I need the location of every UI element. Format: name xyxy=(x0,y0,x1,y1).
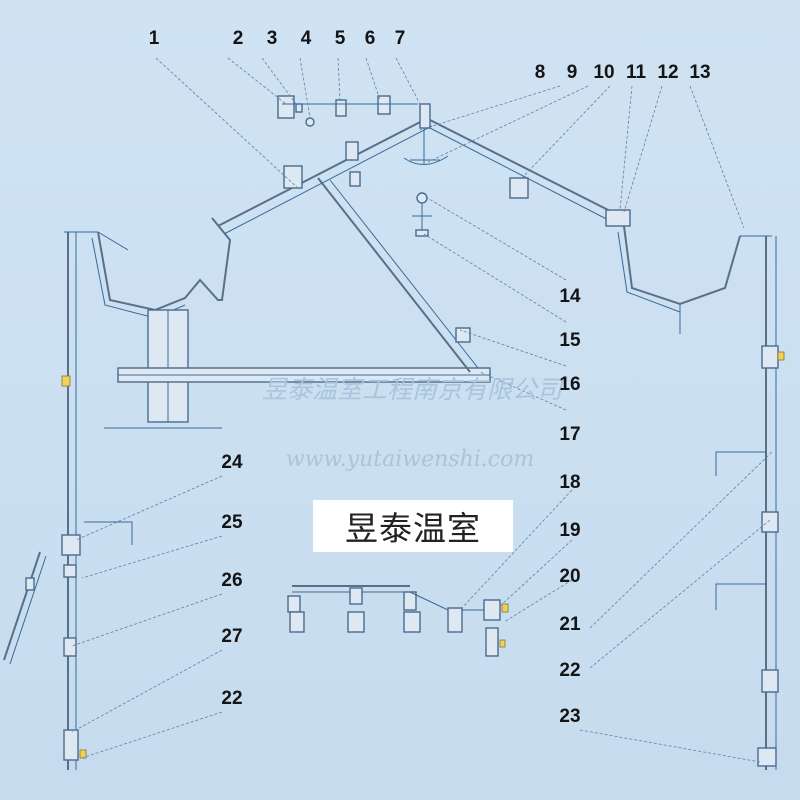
callout-23: 23 xyxy=(559,706,580,727)
left-gutter xyxy=(91,217,232,319)
callout-2: 2 xyxy=(233,28,244,49)
right-side-wall xyxy=(715,236,785,770)
callout-22-left: 22 xyxy=(221,688,242,709)
callout-21: 21 xyxy=(559,614,581,635)
left-support-column xyxy=(104,309,491,429)
company-watermark: 昱泰温室工程南京有限公司 xyxy=(262,375,565,404)
callout-25: 25 xyxy=(221,512,243,533)
url-watermark: www.yutaiwenshi.com xyxy=(286,447,534,472)
callout-24: 24 xyxy=(221,452,243,473)
callout-6: 6 xyxy=(365,28,376,49)
diagonal-brace xyxy=(317,177,479,373)
callout-14: 14 xyxy=(559,286,581,307)
callout-8: 8 xyxy=(535,62,546,83)
callout-13: 13 xyxy=(689,62,710,83)
hanging-pulley xyxy=(412,192,432,237)
callout-10: 10 xyxy=(593,62,614,83)
callout-19: 19 xyxy=(559,520,580,541)
top-parts-row xyxy=(277,95,418,127)
callout-3: 3 xyxy=(267,28,278,49)
callout-9: 9 xyxy=(567,62,578,83)
callout-22-right: 22 xyxy=(559,660,580,681)
left-roof-rafter xyxy=(217,117,433,235)
callout-11: 11 xyxy=(626,62,647,83)
left-side-wall xyxy=(61,231,133,770)
callout-18: 18 xyxy=(559,472,580,493)
callout-12: 12 xyxy=(657,62,678,83)
callout-20: 20 xyxy=(559,566,580,587)
callout-27: 27 xyxy=(221,626,242,647)
brand-label: 昱泰温室 xyxy=(313,500,513,552)
callout-4: 4 xyxy=(301,28,312,49)
callout-1: 1 xyxy=(149,28,160,49)
callout-7: 7 xyxy=(395,28,406,49)
callout-15: 15 xyxy=(559,330,581,351)
callout-26: 26 xyxy=(221,570,242,591)
callout-17: 17 xyxy=(559,424,580,445)
right-gutter xyxy=(617,225,772,334)
ridge-assembly xyxy=(403,103,449,165)
bottom-detail-assembly xyxy=(287,585,509,657)
callout-16: 16 xyxy=(559,374,580,395)
right-roof-rafter xyxy=(429,119,631,227)
leader-lines xyxy=(71,57,773,763)
left-diagonal-member xyxy=(3,551,47,665)
callout-5: 5 xyxy=(335,28,346,49)
